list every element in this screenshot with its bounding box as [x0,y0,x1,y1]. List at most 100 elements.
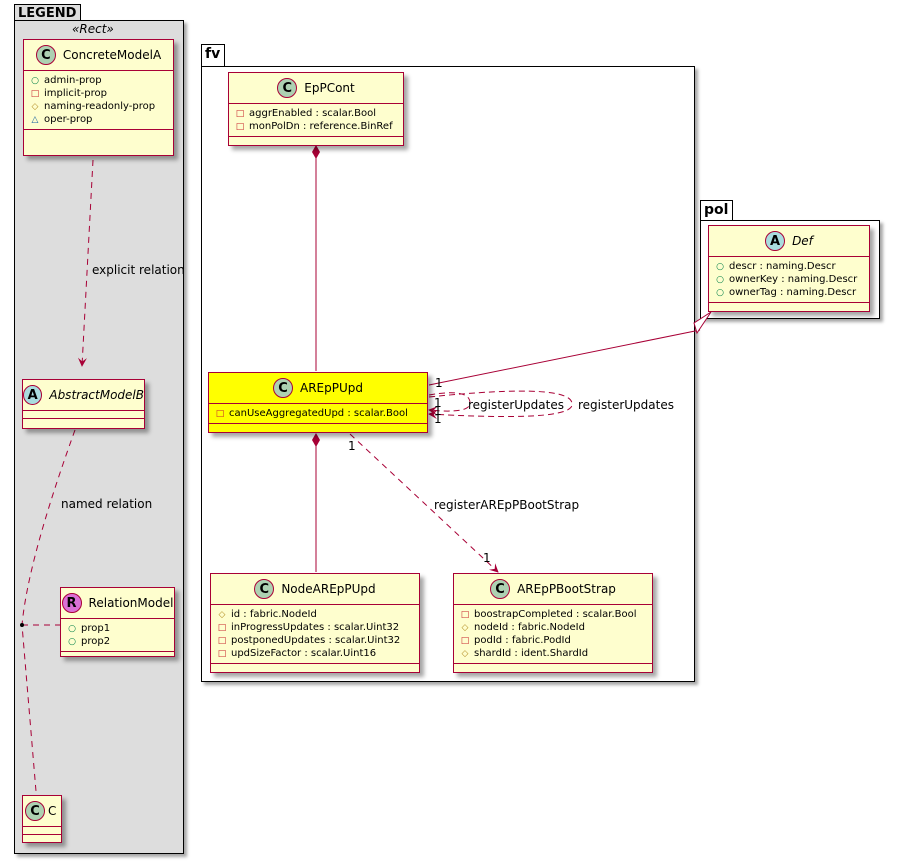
attribute-text: prop2 [81,636,111,647]
attribute-row: □ boostrapCompleted : scalar.Bool [460,608,646,621]
multiplicity-self-a: 1 [434,396,442,410]
class-spot-icon: C [254,579,275,599]
abstract-spot-icon: A [765,231,786,251]
protected-icon: ◇ [31,101,39,112]
private-icon: □ [235,121,245,132]
private-icon: □ [460,609,470,620]
attribute-row: ○ prop1 [67,622,168,635]
multiplicity-bootstrap-src: 1 [348,439,356,453]
multiplicity-self-c: 1 [434,412,442,426]
bootstrap-relation-line [349,433,499,573]
protected-icon: ◇ [461,622,469,633]
attribute-text: nodeId : fabric.NodeId [474,622,585,633]
attribute-text: id : fabric.NodeId [231,609,317,620]
multiplicity-self-b: 1 [434,404,442,418]
package-legend [14,20,184,854]
class-name: NodeAREpPUpd [281,582,376,596]
attribute-text: prop1 [81,623,111,634]
class-name: AREpPBootStrap [517,582,616,596]
attribute-text: descr : naming.Descr [729,261,836,272]
private-icon: □ [217,622,227,633]
label-named-relation: named relation [61,497,153,511]
self-relation-2 [428,390,573,419]
class-abstract-model-b[interactable]: A AbstractModelB [22,379,145,429]
package-visibility-icon: △ [31,114,39,125]
attribute-text: aggrEnabled : scalar.Bool [249,108,377,119]
attribute-text: oper-prop [44,114,93,125]
private-icon: □ [215,408,225,419]
attribute-text: updSizeFactor : scalar.Uint16 [231,648,377,659]
class-name: AREpPUpd [300,381,363,395]
public-icon: ○ [716,287,724,298]
attribute-row: □ canUseAggregatedUpd : scalar.Bool [215,407,421,420]
attribute-row: ◇naming-readonly-prop [30,100,167,113]
explicit-relation-line [77,159,94,367]
attribute-row: □ postponedUpdates : scalar.Uint32 [217,634,413,647]
composition-diamond-epp [312,145,320,159]
attribute-text: inProgressUpdates : scalar.Uint32 [231,622,400,633]
multiplicity-bootstrap-dst: 1 [483,551,491,565]
private-icon: □ [217,648,227,659]
attribute-row: ○ownerKey : naming.Descr [715,273,863,286]
attribute-text: podId : fabric.PodId [474,635,571,646]
class-spot-icon: C [35,45,56,65]
attribute-row: ○ prop2 [67,635,168,648]
self-relation-1 [428,392,471,416]
public-icon: ○ [68,623,76,634]
attribute-text: ownerTag : naming.Descr [729,287,857,298]
class-name: RelationModel [88,596,174,610]
class-spot-icon: C [25,801,45,821]
attribute-row: □implicit-prop [30,87,167,100]
label-register-updates-2: registerUpdates [578,398,674,412]
class-node-arepp-upd[interactable]: C NodeAREpPUpd ◇id : fabric.NodeId □ inPro… [210,573,420,673]
named-relation-line [21,429,76,816]
multiplicity-def: 1 [435,376,443,390]
attribute-row: ○ ownerTag : naming.Descr [715,286,863,299]
public-icon: ○ [716,261,724,272]
attribute-row: ◇ nodeId : fabric.NodeId [460,621,646,634]
attribute-text: admin-prop [44,75,102,86]
attribute-text: canUseAggregatedUpd : scalar.Bool [229,408,408,419]
package-tab-legend: LEGEND [14,4,82,21]
private-icon: □ [460,635,470,646]
attribute-row: ○ descr : naming.Descr [715,260,863,273]
attribute-text: shardId : ident.ShardId [474,648,589,659]
attribute-row: □ aggrEnabled : scalar.Bool [235,107,397,120]
class-spot-icon: C [490,579,511,599]
class-name: AbstractModelB [49,388,144,402]
attribute-text: boostrapCompleted : scalar.Bool [474,609,637,620]
class-name: C [48,804,57,818]
attribute-row: ○ admin-prop [30,74,167,87]
private-icon: □ [217,635,227,646]
public-icon: ○ [68,636,76,647]
attribute-row: □ podId : fabric.PodId [460,634,646,647]
generalization-triangle [693,311,712,335]
attribute-row: ◇id : fabric.NodeId [217,608,413,621]
class-def[interactable]: A Def ○ descr : naming.Descr ○ownerKey : n… [708,225,870,312]
abstract-spot-icon: A [23,385,43,405]
legend-stereotype: «Rect» [72,22,114,36]
composition-diamond-node [312,433,320,447]
public-icon: ○ [31,75,39,86]
public-icon: ○ [716,274,724,285]
class-name: EpPCont [304,81,355,95]
attribute-text: postponedUpdates : scalar.Uint32 [231,635,401,646]
private-icon: □ [30,88,40,99]
attribute-row: △ oper-prop [30,113,167,126]
attribute-row: □ updSizeFactor : scalar.Uint16 [217,647,413,660]
class-arepp-bootstrap[interactable]: C AREpPBootStrap □ boostrapCompleted : sca… [453,573,653,673]
attribute-row: □ inProgressUpdates : scalar.Uint32 [217,621,413,634]
protected-icon: ◇ [461,648,469,659]
attribute-row: ◇ shardId : ident.ShardId [460,647,646,660]
attribute-text: monPolDn : reference.BinRef [249,121,393,132]
class-name: Def [792,234,813,248]
label-explicit-relation: explicit relation [92,263,185,277]
private-icon: □ [235,108,245,119]
package-tab-fv: fv [201,44,226,67]
